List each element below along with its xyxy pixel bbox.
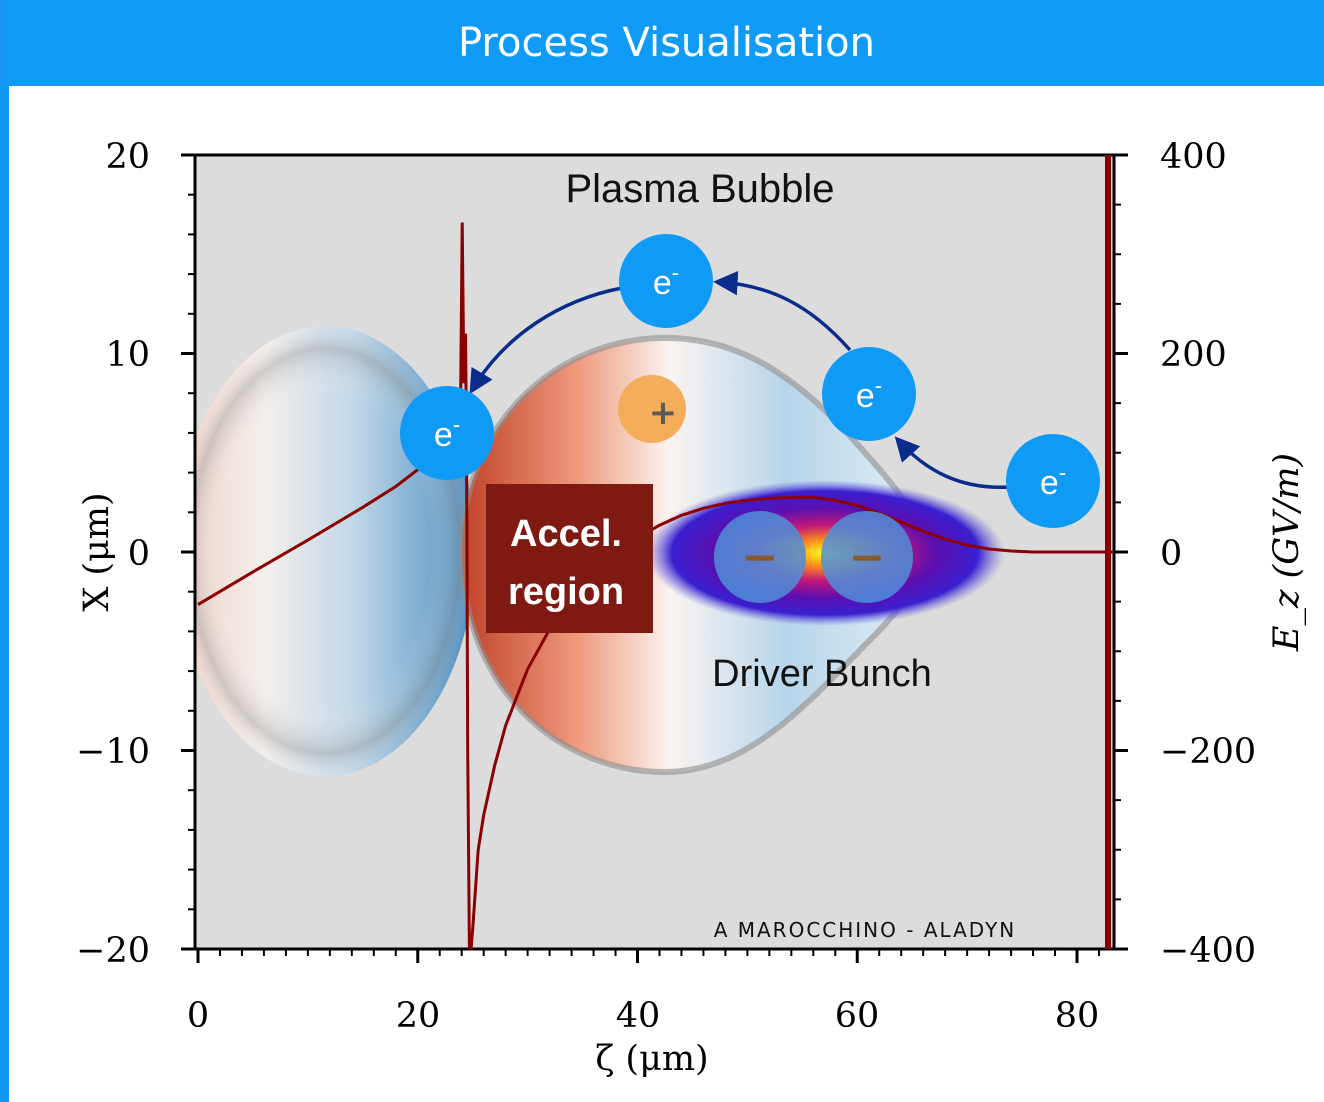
panel-title: Process Visualisation [458, 20, 875, 66]
x-tick-label: 40 [616, 996, 661, 1036]
electron-particle: e- [619, 234, 713, 328]
y-left-axis-title: X (μm) [77, 492, 117, 611]
bunch-charge-right: − [821, 511, 913, 603]
accel-region-line1: Accel. [510, 513, 622, 555]
x-tick-label: 80 [1055, 996, 1100, 1036]
credit-label: A MAROCCHINO - ALADYN [714, 918, 1017, 942]
plasma-bubble-label: Plasma Bubble [565, 167, 834, 211]
bunch-minus-label: − [849, 532, 886, 583]
y-left-tick-labels: 20 10 0 −10 −20 [76, 137, 150, 971]
accel-region-line2: region [508, 571, 624, 613]
y-right-tick-label: 200 [1160, 335, 1227, 375]
electron-sup: - [875, 373, 882, 398]
electron-label: e [434, 416, 453, 454]
trajectory-arrow [469, 286, 623, 395]
y-left-tick-label: 20 [105, 137, 150, 177]
electron-particle: e- [1006, 434, 1100, 528]
y-right-axis-title: E_z (GV/m) [1267, 453, 1307, 652]
ion-plus-label: + [649, 393, 678, 433]
electron-label: e [1040, 464, 1059, 502]
electron-label: e [653, 264, 672, 302]
trajectory-arrow [894, 436, 1011, 490]
ion-particle: + [618, 375, 686, 443]
x-tick-label: 20 [396, 996, 441, 1036]
x-tick-label: 0 [187, 996, 209, 1036]
y-left-tick-label: −10 [76, 732, 150, 772]
electron-particle: e- [822, 347, 916, 441]
svg-text:e-: e- [856, 373, 882, 415]
electron-sup: - [1059, 460, 1066, 485]
bunch-charge-left: − [714, 511, 806, 603]
left-frame-border [0, 0, 9, 1102]
y-right-tick-label: 0 [1160, 534, 1182, 574]
svg-text:e-: e- [434, 412, 460, 454]
electron-label: e [856, 377, 875, 415]
y-right-tick-label: −400 [1160, 931, 1256, 971]
accel-region-box: Accel. region [486, 484, 653, 633]
trajectory-arrow [713, 270, 852, 352]
electron-trajectory [469, 270, 1011, 490]
electron-sup: - [453, 412, 460, 437]
bunch-minus-label: − [742, 532, 779, 583]
y-left-tick-label: −20 [76, 931, 150, 971]
svg-text:e-: e- [653, 260, 679, 302]
driver-bunch-label: Driver Bunch [712, 653, 932, 695]
electron-particle: e- [400, 386, 494, 480]
y-left-tick-label: 10 [105, 335, 150, 375]
y-right-tick-label: 400 [1160, 137, 1227, 177]
axis-ticks [181, 153, 1128, 963]
y-right-tick-labels: 400 200 0 −200 −400 [1160, 137, 1256, 971]
x-tick-label: 60 [835, 996, 880, 1036]
x-tick-labels: 0 20 40 60 80 [187, 996, 1099, 1036]
y-left-tick-label: 0 [128, 534, 150, 574]
electron-sup: - [672, 260, 679, 285]
y-right-tick-label: −200 [1160, 732, 1256, 772]
svg-text:e-: e- [1040, 460, 1066, 502]
x-axis-title: ζ (μm) [595, 1039, 708, 1079]
panel-header: Process Visualisation [9, 0, 1324, 86]
